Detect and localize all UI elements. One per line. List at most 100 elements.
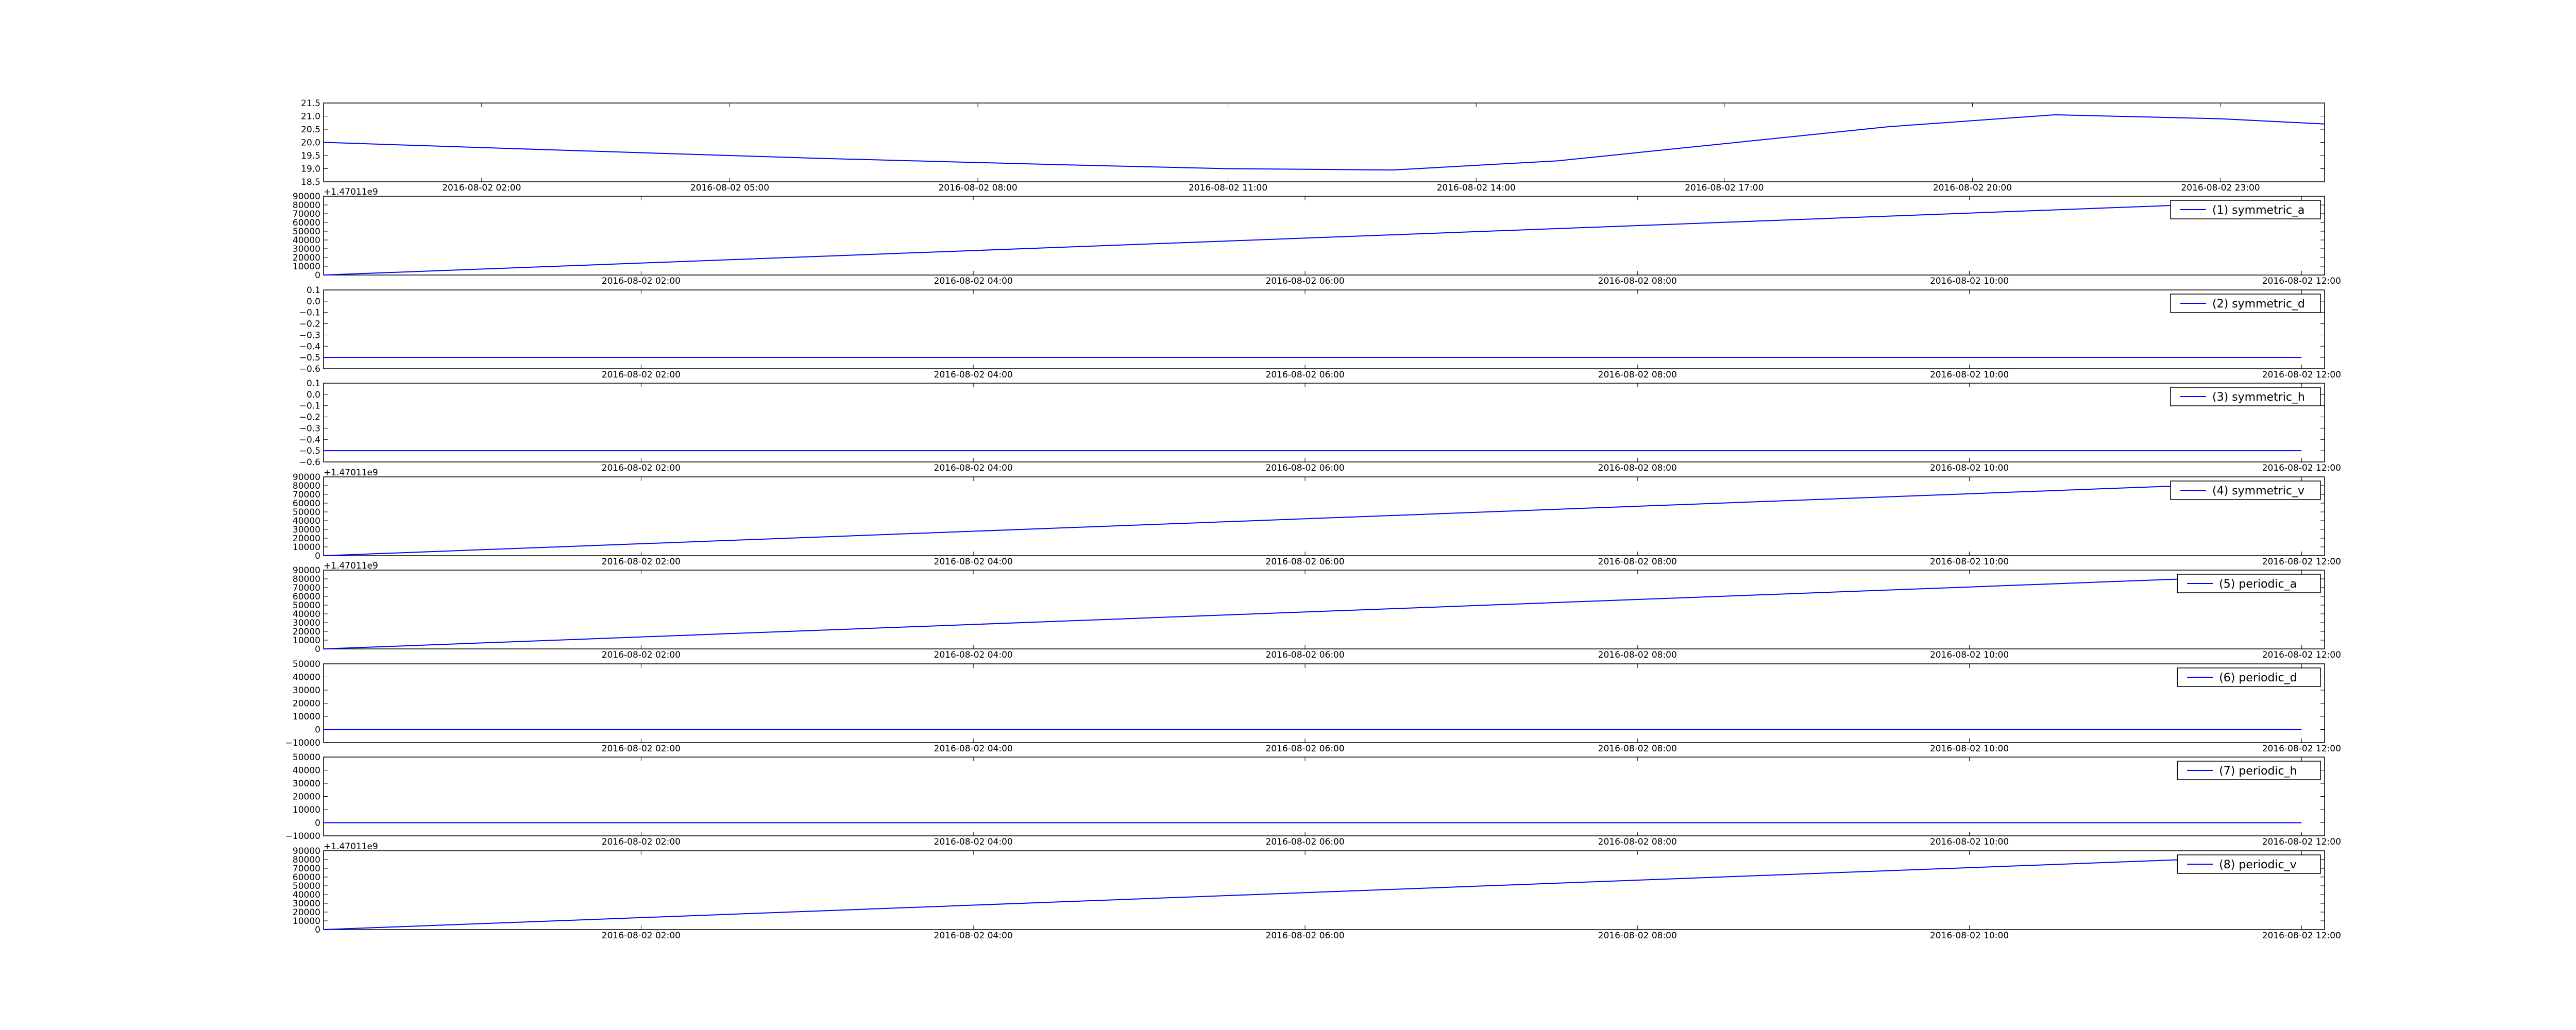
y-tick-label: 70000	[293, 864, 320, 874]
x-tick-label: 2016-08-02 06:00	[1266, 837, 1345, 847]
y-tick-label: 80000	[293, 200, 320, 211]
chart-panel-8: −10000010000200003000040000500002016-08-…	[285, 752, 2341, 847]
y-tick-label: 90000	[293, 472, 320, 483]
y-tick-label: 10000	[293, 262, 320, 272]
x-tick-label: 2016-08-02 10:00	[1930, 370, 2009, 380]
y-tick-label: −0.2	[299, 319, 320, 330]
chart-panel-5: 0100002000030000400005000060000700008000…	[293, 468, 2341, 567]
x-tick-label: 2016-08-02 08:00	[1598, 557, 1677, 567]
y-tick-label: 40000	[293, 766, 320, 776]
y-tick-label: 0	[315, 818, 320, 829]
y-tick-label: 80000	[293, 855, 320, 865]
x-tick-label: 2016-08-02 02:00	[602, 744, 681, 754]
y-tick-label: 20.0	[301, 138, 320, 148]
x-tick-label: 2016-08-02 02:00	[602, 837, 681, 847]
x-tick-label: 2016-08-02 04:00	[934, 744, 1013, 754]
axes-frame	[323, 102, 2325, 182]
x-tick-label: 2016-08-02 06:00	[1266, 557, 1345, 567]
axes-frame	[323, 663, 2325, 743]
y-offset-label: +1.47011e9	[324, 842, 378, 852]
y-tick-label: 60000	[293, 499, 320, 509]
axes-frame	[323, 850, 2325, 930]
y-offset-label: +1.47011e9	[324, 187, 378, 197]
y-tick-label: 0.0	[307, 390, 320, 400]
axes-frame	[323, 570, 2325, 649]
x-tick-label: 2016-08-02 04:00	[934, 931, 1013, 941]
legend: (1) symmetric_a	[2170, 200, 2321, 219]
y-tick-label: 0.0	[307, 297, 320, 307]
y-tick-label: 70000	[293, 490, 320, 500]
y-tick-label: −10000	[285, 738, 320, 748]
y-tick-label: 18.5	[301, 177, 320, 187]
series-line	[323, 200, 2302, 276]
y-tick-label: 20000	[293, 534, 320, 544]
y-tick-label: −0.2	[299, 413, 320, 423]
x-tick-label: 2016-08-02 02:00	[602, 276, 681, 286]
y-tick-label: 40000	[293, 235, 320, 246]
chart-panel-3: −0.6−0.5−0.4−0.3−0.2−0.10.00.12016-08-02…	[299, 285, 2341, 380]
y-tick-label: −0.3	[299, 423, 320, 434]
y-tick-label: 50000	[293, 881, 320, 891]
y-tick-label: 30000	[293, 525, 320, 535]
y-offset-label: +1.47011e9	[324, 468, 378, 478]
y-tick-label: 10000	[293, 712, 320, 722]
y-tick-label: −0.1	[299, 308, 320, 318]
chart-panel-2: 0100002000030000400005000060000700008000…	[293, 187, 2341, 286]
y-tick-label: 0.1	[307, 285, 320, 296]
y-tick-label: 90000	[293, 192, 320, 202]
y-tick-label: 10000	[293, 542, 320, 553]
legend: (6) periodic_d	[2177, 667, 2321, 687]
series-line	[323, 574, 2302, 649]
y-tick-label: 20.5	[301, 125, 320, 135]
series-line	[323, 480, 2302, 556]
x-tick-label: 2016-08-02 08:00	[1598, 276, 1677, 286]
axes-frame	[323, 289, 2325, 369]
x-tick-label: 2016-08-02 02:00	[602, 370, 681, 380]
y-tick-label: 60000	[293, 592, 320, 602]
series-line	[324, 114, 2325, 171]
y-tick-label: 0	[315, 270, 320, 281]
y-tick-label: 0	[315, 725, 320, 735]
x-tick-label: 2016-08-02 02:00	[602, 650, 681, 660]
x-tick-label: 2016-08-02 10:00	[1930, 744, 2009, 754]
y-tick-label: 90000	[293, 846, 320, 856]
chart-panel-4: −0.6−0.5−0.4−0.3−0.2−0.10.00.12016-08-02…	[299, 379, 2341, 473]
x-tick-label: 2016-08-02 02:00	[602, 463, 681, 473]
chart-panel-9: 0100002000030000400005000060000700008000…	[293, 842, 2341, 941]
legend: (8) periodic_v	[2177, 854, 2321, 874]
y-tick-label: −0.4	[299, 341, 320, 352]
chart-panel-7: −10000010000200003000040000500002016-08-…	[285, 659, 2341, 754]
y-tick-label: 20000	[293, 627, 320, 637]
x-tick-label: 2016-08-02 10:00	[1930, 276, 2009, 286]
legend-label: (5) periodic_a	[2219, 578, 2297, 591]
axes-frame	[323, 196, 2325, 276]
legend-label: (1) symmetric_a	[2212, 204, 2304, 217]
y-tick-label: −0.5	[299, 353, 320, 363]
x-tick-label: 2016-08-02 10:00	[1930, 463, 2009, 473]
x-tick-label: 2016-08-02 08:00	[1598, 370, 1677, 380]
x-tick-label: 2016-08-02 02:00	[602, 557, 681, 567]
x-tick-label: 2016-08-02 08:00	[938, 183, 1017, 193]
x-tick-label: 2016-08-02 23:00	[2181, 183, 2260, 193]
x-tick-label: 2016-08-02 06:00	[1266, 463, 1345, 473]
y-tick-label: 21.5	[301, 98, 320, 109]
y-tick-label: 40000	[293, 609, 320, 620]
x-tick-label: 2016-08-02 02:00	[442, 183, 521, 193]
axes-frame	[323, 757, 2325, 836]
x-tick-label: 2016-08-02 10:00	[1930, 931, 2009, 941]
y-tick-label: 19.5	[301, 151, 320, 161]
legend: (4) symmetric_v	[2170, 480, 2321, 500]
x-tick-label: 2016-08-02 02:00	[602, 931, 681, 941]
x-tick-label: 2016-08-02 04:00	[934, 370, 1013, 380]
y-tick-label: 20000	[293, 253, 320, 263]
y-tick-label: 21.0	[301, 112, 320, 122]
legend-label: (4) symmetric_v	[2212, 485, 2304, 497]
x-tick-label: 2016-08-02 14:00	[1437, 183, 1516, 193]
x-tick-label: 2016-08-02 04:00	[934, 837, 1013, 847]
x-tick-label: 2016-08-02 06:00	[1266, 650, 1345, 660]
y-tick-label: 30000	[293, 779, 320, 789]
x-tick-label: 2016-08-02 08:00	[1598, 463, 1677, 473]
x-tick-label: 2016-08-02 12:00	[2262, 463, 2341, 473]
x-tick-label: 2016-08-02 04:00	[934, 276, 1013, 286]
